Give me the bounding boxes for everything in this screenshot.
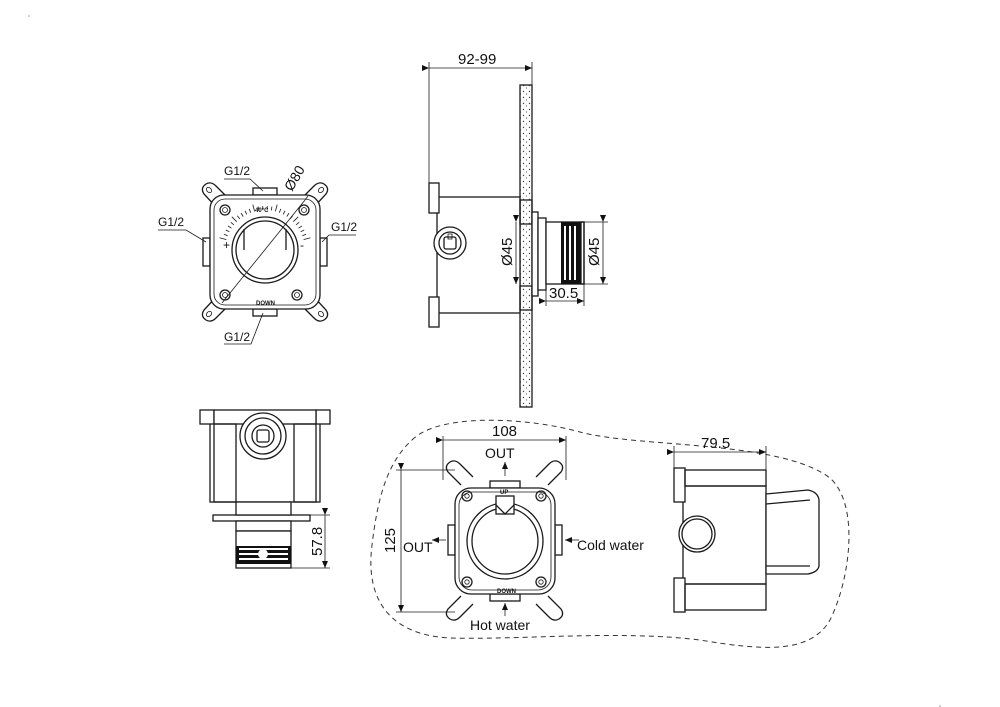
port-top [252, 187, 278, 196]
screw-icon [219, 204, 310, 301]
down-label-front: DOWN [256, 301, 275, 307]
cover-plate [531, 211, 539, 297]
knob-side [545, 221, 585, 285]
scale-tick [293, 216, 299, 222]
port-right [319, 237, 328, 267]
dia45-body-label: Ø45 [499, 238, 516, 266]
dial-inner [235, 220, 295, 280]
scale-tick [295, 221, 300, 226]
scale-tick [227, 225, 232, 229]
side-view-wall: 92-99 Ø45 Ø45 [422, 51, 608, 408]
mounting-lug-bottom-left [201, 296, 230, 322]
mounting-lug-top-right [300, 182, 329, 208]
minus-sign: - [300, 238, 304, 252]
port-bottom [252, 308, 278, 317]
scale-tick [278, 208, 282, 213]
dim-30-5-label: 30.5 [549, 285, 578, 302]
scale-tick [240, 212, 244, 217]
cartridge-housing [765, 489, 820, 575]
dim-79-5-label: 79.5 [701, 435, 730, 452]
temperature-scale [219, 204, 311, 240]
g12-bottom-label: G1/2 [224, 330, 250, 344]
scale-tick [244, 210, 248, 215]
hot-water-label: Hot water [470, 617, 530, 633]
scale-tick [236, 215, 241, 220]
scale-tick [300, 229, 305, 233]
scale-tick [282, 210, 286, 215]
scale-tick [225, 229, 230, 233]
wall-section [519, 84, 533, 408]
scale-tick [302, 233, 307, 237]
dim-57-8-label: 57.8 [309, 527, 326, 556]
scale-tick [219, 237, 227, 240]
cold-water-label: Cold water [577, 537, 644, 553]
g12-right-label: G1/2 [331, 220, 357, 234]
scale-tick [230, 221, 235, 226]
diameter-80-label: Ø80 [281, 162, 308, 193]
dim-125-label: 125 [382, 528, 399, 553]
scale-tick [275, 204, 278, 212]
scale-tick [298, 225, 303, 229]
out-left-label: OUT [403, 539, 433, 555]
plus-sign: + [223, 238, 230, 252]
temp-label: 40°C [255, 208, 269, 214]
g12-top-label: G1/2 [224, 164, 250, 178]
down-mark: DOWN [497, 589, 516, 595]
scale-tick [303, 237, 311, 240]
front-detail-view: 108 125 UP DOWN OUT [382, 423, 644, 633]
scale-tick [286, 212, 290, 217]
scale-tick [231, 216, 237, 222]
side-detail-view: 79.5 [667, 435, 820, 613]
scale-tick [248, 208, 252, 213]
knob-bottom [235, 530, 292, 569]
bottom-view: 57.8 [199, 409, 331, 569]
detail-outline [370, 419, 850, 648]
dim-108-label: 108 [492, 423, 517, 440]
screw-icon [461, 490, 547, 588]
scale-tick [270, 206, 273, 211]
port-left [202, 237, 211, 267]
scale-tick [257, 206, 260, 211]
up-mark: UP [500, 490, 508, 496]
dim-92-99-label: 92-99 [458, 51, 496, 68]
mounting-lug-top-left [201, 182, 230, 208]
mounting-lug-bottom-right [300, 296, 329, 322]
out-top-label: OUT [485, 445, 515, 461]
cover-plate-bottom [212, 514, 311, 522]
g12-left-label: G1/2 [158, 215, 184, 229]
scale-tick [252, 204, 255, 212]
front-view: 40°C + - DOWN Ø80 G1/2 G1/2 G1/2 G1/2 [158, 162, 357, 345]
dia45-knob-label: Ø45 [586, 238, 603, 266]
scale-tick [223, 233, 228, 237]
